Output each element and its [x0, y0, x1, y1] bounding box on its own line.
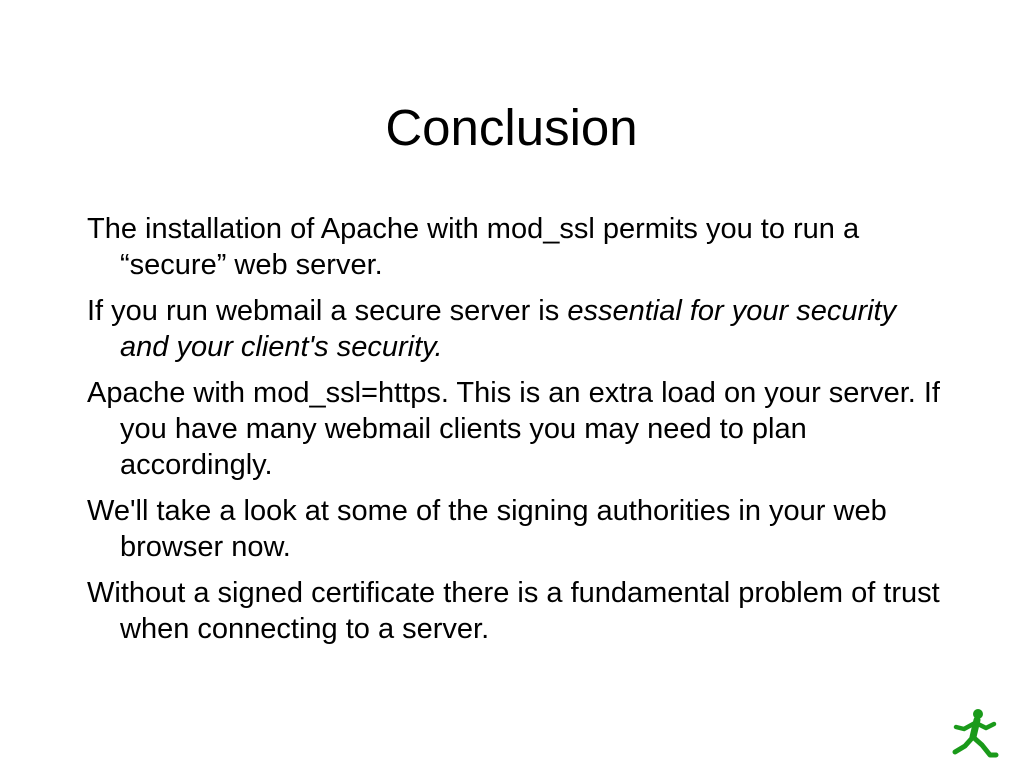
bullet-text: The installation of Apache with mod_ssl …: [87, 213, 860, 281]
bullet-text: We'll take a look at some of the signing…: [87, 495, 887, 563]
bullet-text: Without a signed certificate there is a …: [87, 577, 940, 645]
bullet-item: Without a signed certificate there is a …: [87, 575, 947, 647]
bullet-text: If you run webmail a secure server is: [87, 295, 568, 327]
running-figure-icon: [950, 708, 1000, 760]
bullet-item: If you run webmail a secure server is es…: [87, 293, 947, 365]
bullet-text: Apache with mod_ssl=https. This is an ex…: [87, 377, 940, 481]
bullet-emphasis: essential for your security and your cli…: [120, 295, 897, 363]
bullet-item: The installation of Apache with mod_ssl …: [87, 211, 947, 283]
bullet-list: The installation of Apache with mod_ssl …: [87, 211, 947, 657]
bullet-item: We'll take a look at some of the signing…: [87, 493, 947, 565]
slide-title: Conclusion: [385, 99, 638, 156]
bullet-item: Apache with mod_ssl=https. This is an ex…: [87, 375, 947, 483]
